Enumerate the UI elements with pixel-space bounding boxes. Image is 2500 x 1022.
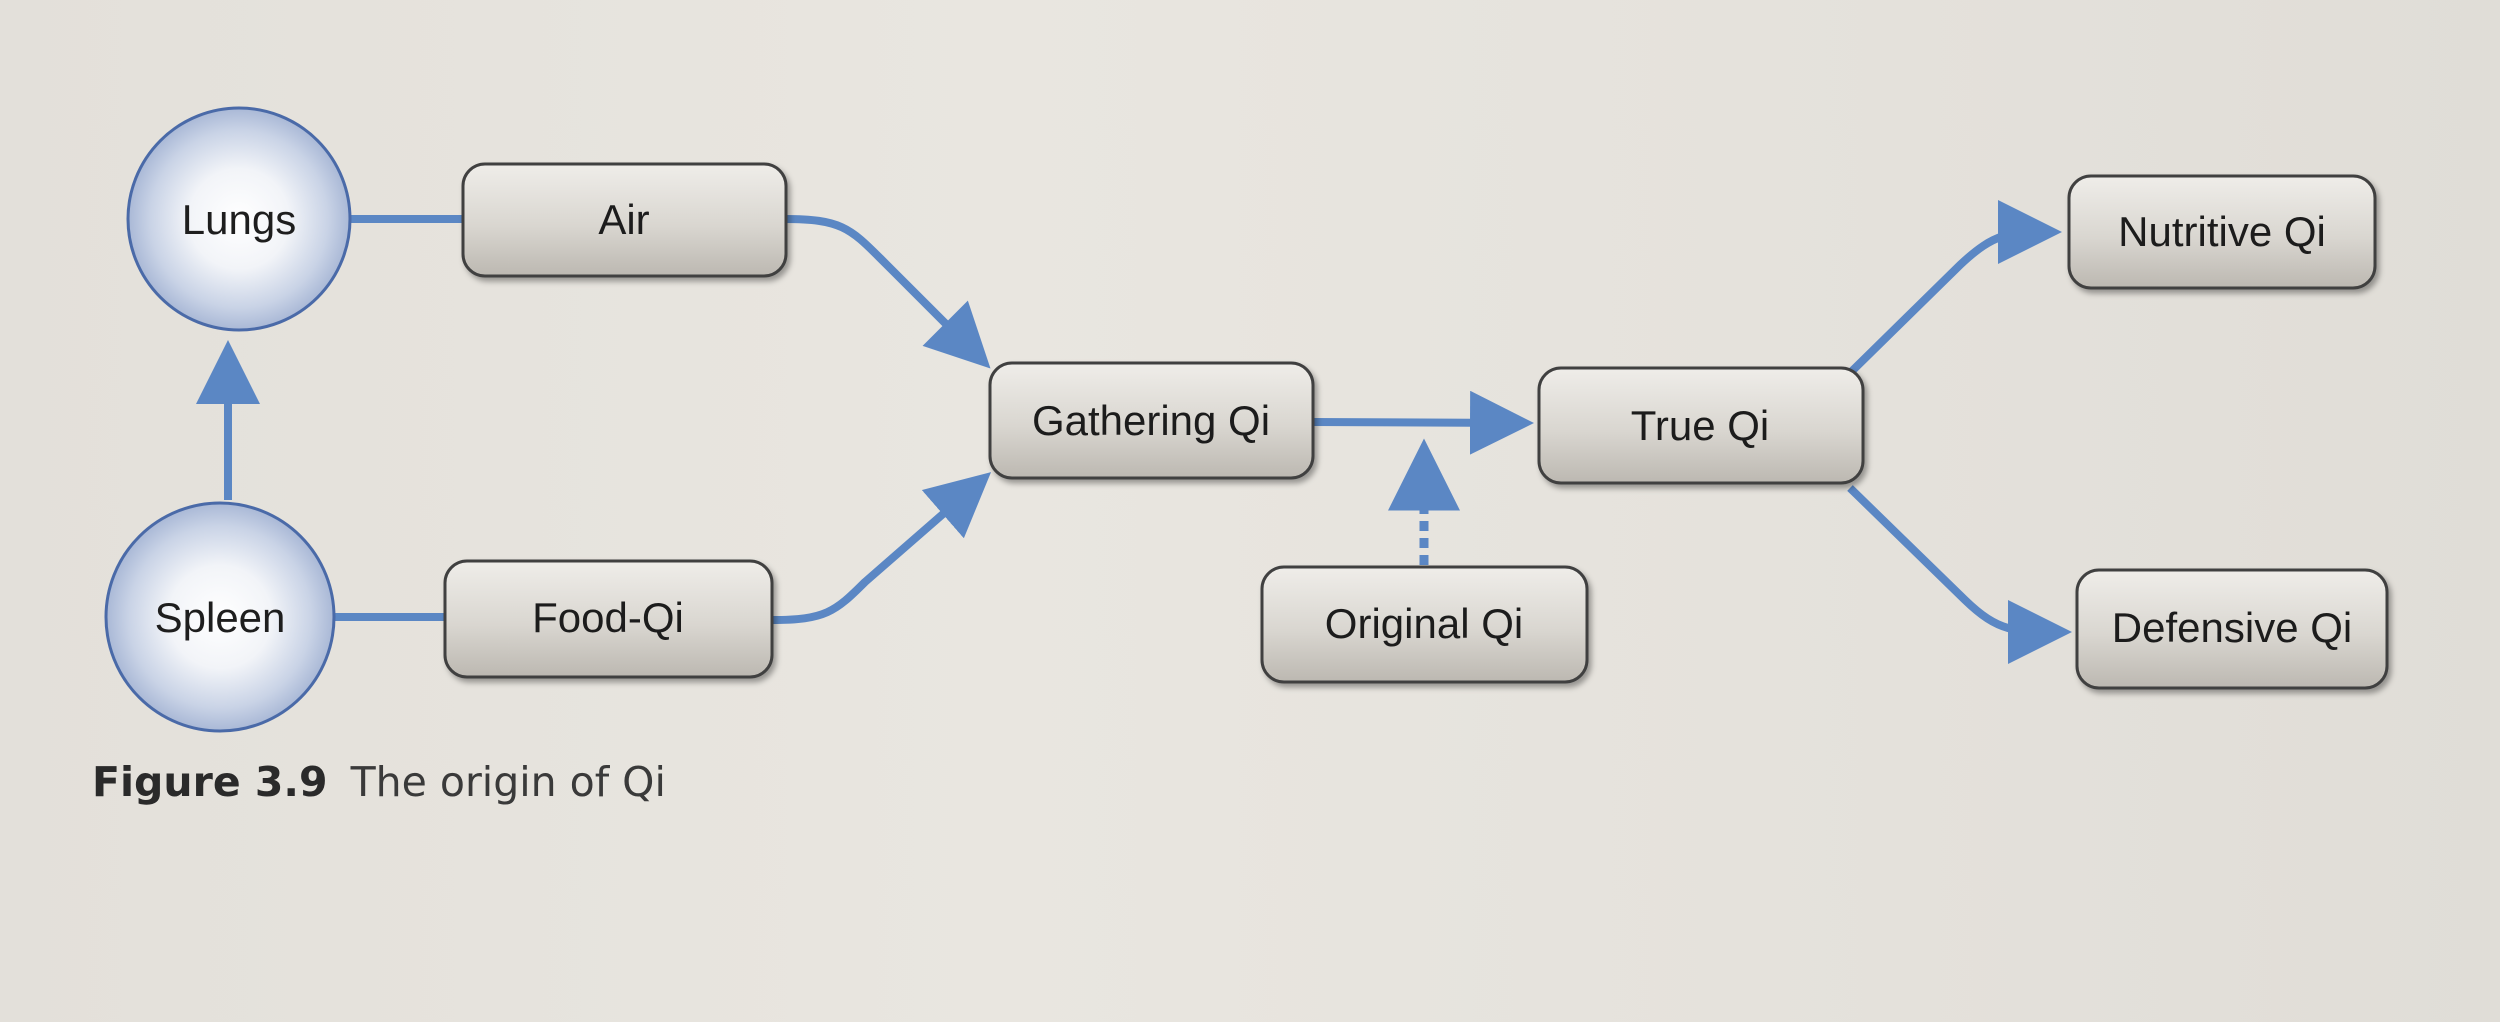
node-gathering-qi: Gathering Qi — [988, 361, 1315, 480]
edge-food-qi-to-gathering-qi — [771, 472, 992, 624]
node-nutritive-qi: Nutritive Qi — [2067, 174, 2377, 290]
organ-spleen: Spleen — [104, 501, 336, 733]
edge-true-qi-to-defensive-qi — [1847, 485, 2072, 664]
air-label: Air — [598, 196, 649, 243]
true-qi-label: True Qi — [1631, 402, 1769, 449]
organ-lungs: Lungs — [126, 106, 352, 332]
food-qi-label: Food-Qi — [532, 594, 684, 641]
edge-air-to-gathering-qi — [784, 215, 991, 369]
edge-gathering-qi-to-true-qi — [1312, 390, 1534, 455]
figure-title: The origin of Qi — [350, 758, 666, 806]
edge-true-qi-to-nutritive-qi — [1847, 200, 2062, 376]
node-true-qi: True Qi — [1537, 366, 1865, 485]
lungs-label: Lungs — [182, 196, 296, 243]
node-defensive-qi: Defensive Qi — [2075, 568, 2389, 690]
figure-number: Figure 3.9 — [92, 758, 328, 806]
node-air: Air — [461, 162, 788, 278]
defensive-qi-label: Defensive Qi — [2112, 604, 2352, 651]
gathering-qi-label: Gathering Qi — [1032, 397, 1270, 444]
figure-caption: Figure 3.9 The origin of Qi — [92, 758, 666, 806]
node-food-qi: Food-Qi — [443, 559, 774, 679]
original-qi-label: Original Qi — [1325, 600, 1523, 647]
connectors — [196, 200, 2072, 664]
node-original-qi: Original Qi — [1260, 565, 1589, 684]
spleen-label: Spleen — [155, 594, 286, 641]
nutritive-qi-label: Nutritive Qi — [2118, 208, 2326, 255]
